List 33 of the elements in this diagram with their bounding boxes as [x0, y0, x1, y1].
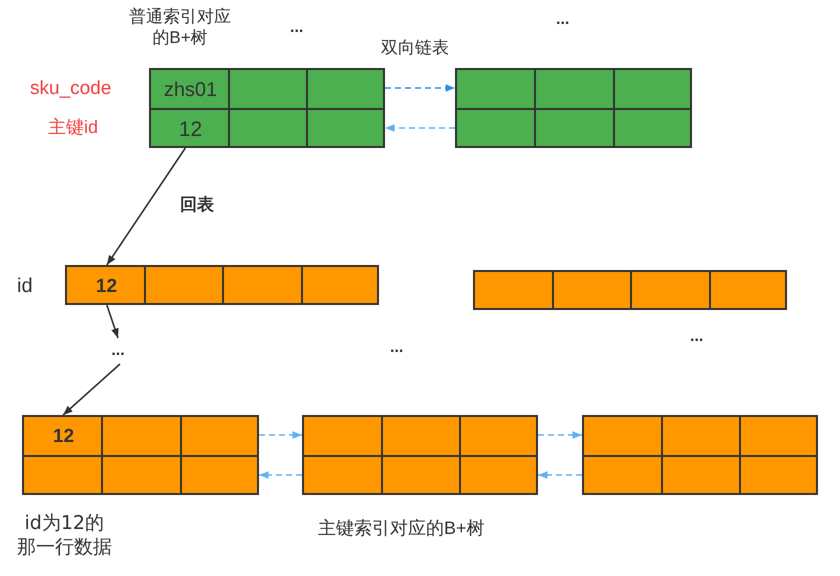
data-page — [65, 265, 379, 305]
arrow — [259, 471, 302, 479]
key-cell: zhs01 — [151, 70, 230, 110]
arrow — [538, 431, 582, 439]
row-caption: id为12的那一行数据 — [16, 512, 112, 560]
arrow — [385, 124, 455, 132]
key-cell: 12 — [67, 267, 146, 307]
ellipsis-text: ... — [98, 338, 138, 364]
arrow — [62, 363, 121, 416]
tree-caption: 主键索引对应的B+树 — [318, 517, 485, 540]
tree-caption: 普通索引对应的B+树 — [128, 6, 232, 48]
field-label: 主键id — [48, 116, 98, 138]
arrow — [385, 84, 455, 92]
data-page — [473, 270, 787, 310]
field-label: sku_code — [30, 77, 112, 101]
ellipsis-text: ... — [390, 338, 404, 358]
arrow — [259, 431, 302, 439]
ellipsis-text: ... — [690, 327, 704, 347]
arrow — [106, 304, 119, 338]
arrow — [106, 148, 186, 266]
field-label: id — [17, 274, 33, 299]
ellipsis-text: ... — [290, 18, 304, 38]
ellipsis-text: ... — [556, 10, 570, 30]
data-page — [22, 415, 259, 495]
index-page — [149, 68, 385, 148]
key-cell: 12 — [24, 417, 103, 457]
edge-label: 回表 — [178, 194, 216, 216]
key-cell: 12 — [151, 110, 230, 150]
arrow — [538, 471, 582, 479]
index-page — [455, 68, 692, 148]
data-page — [302, 415, 538, 495]
list-caption: 双向链表 — [381, 37, 449, 58]
data-page — [582, 415, 818, 495]
